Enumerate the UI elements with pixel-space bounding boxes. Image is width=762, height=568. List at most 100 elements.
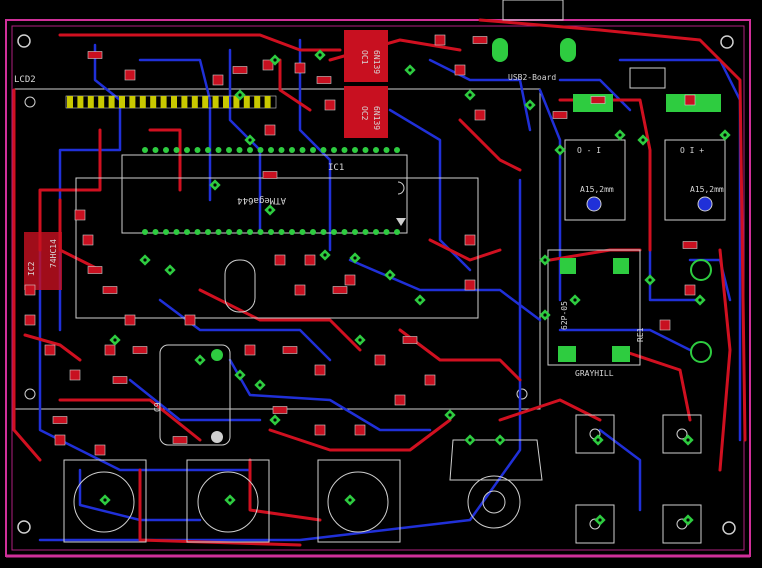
ic1-pad: [352, 147, 358, 153]
relay-outline: [547, 249, 641, 366]
ic1-pad: [226, 147, 232, 153]
header-pad: [129, 96, 136, 108]
diode-leds: [690, 259, 712, 363]
via-hole: [258, 383, 262, 387]
smd-pad: [282, 346, 298, 354]
oc2-label: OC2: [360, 106, 369, 121]
via-hole: [558, 148, 562, 152]
smd-pad: [24, 284, 36, 296]
smd-pad: [264, 124, 276, 136]
via-hole: [238, 93, 242, 97]
via-hole: [168, 268, 172, 272]
via-hole: [596, 438, 600, 442]
smd-pad: [102, 286, 118, 294]
via-hole: [103, 498, 107, 502]
ic1-pad: [341, 229, 348, 235]
ic1-pad: [184, 147, 190, 153]
ic1-pad: [215, 147, 222, 153]
ic1-pad: [173, 147, 180, 153]
smd-pad: [324, 99, 336, 111]
crystal: [224, 259, 256, 313]
reg-left-pins: O - I: [577, 146, 601, 155]
smd-pad: [684, 284, 696, 296]
ic1-pad: [362, 229, 369, 235]
smd-pad: [314, 364, 326, 376]
smd-pad: [132, 346, 148, 354]
lcd-label: LCD2: [14, 75, 36, 85]
ic1-pad: [299, 229, 306, 235]
smd-pad: [434, 34, 446, 46]
via-hole: [273, 58, 277, 62]
via-hole: [698, 298, 702, 302]
via-hole: [648, 278, 652, 282]
ic1-pad: [163, 229, 169, 235]
ic1-pad: [268, 229, 274, 235]
mounting-holes: [17, 34, 736, 535]
via-hole: [468, 438, 472, 442]
header-pad: [77, 96, 84, 108]
smd-pad: [474, 109, 486, 121]
header-pad: [87, 96, 94, 108]
via-hole: [448, 413, 452, 417]
smd-pad: [464, 234, 476, 246]
smd-pad: [87, 266, 103, 274]
top-copper-traces: [12, 18, 747, 547]
smd-pad: [590, 96, 606, 104]
smd-pad: [52, 416, 68, 424]
smd-pad: [112, 376, 128, 384]
smd-pad: [244, 344, 256, 356]
usb-connector: [492, 0, 576, 62]
via-hole: [723, 133, 727, 137]
ic1-pad: [394, 229, 400, 235]
reg-right-label: A15,2mm: [690, 185, 724, 194]
smd-pad: [682, 241, 698, 249]
vias: [99, 49, 731, 526]
via-hole: [686, 518, 690, 522]
header-pad: [108, 96, 115, 108]
smd-pad: [424, 374, 436, 386]
smd-pad: [684, 94, 696, 106]
ic2-part-label: 74HC14: [49, 239, 58, 268]
smd-pad: [104, 344, 116, 356]
header-pad: [150, 96, 157, 108]
ic1-pad: [310, 229, 316, 235]
header-pad: [171, 96, 177, 108]
oc2-part-label: 6N139: [372, 106, 381, 130]
via-hole: [641, 138, 645, 142]
header-pad: [223, 96, 229, 108]
c9-label: C9: [153, 402, 162, 412]
smd-pad: [172, 436, 188, 444]
via-hole: [598, 518, 602, 522]
ic1-pad: [226, 229, 232, 235]
ic2-chip: [24, 232, 62, 290]
header-pad: [98, 96, 105, 108]
header-pad: [233, 96, 240, 108]
bottom-copper-traces: [38, 38, 742, 542]
ic1-pad: [373, 147, 379, 153]
smd-pad: [82, 234, 94, 246]
push-buttons: [575, 414, 702, 544]
header-pad: [67, 96, 73, 108]
ic1-pad: [215, 229, 222, 235]
relay-part-label: 62P-05: [560, 301, 569, 330]
via-hole: [408, 68, 412, 72]
header-pad: [139, 96, 146, 108]
smd-pad: [354, 424, 366, 436]
usb-label: USB2-Board: [508, 73, 556, 82]
oc1-label: OC1: [360, 50, 369, 65]
ic1-pad: [331, 147, 337, 153]
ic1-pad: [383, 229, 390, 235]
smd-pad: [69, 369, 81, 381]
smd-pad: [314, 424, 326, 436]
header-pad: [202, 96, 209, 108]
smd-pads: [24, 34, 698, 456]
potentiometer: [449, 439, 543, 529]
ic1-pad: [257, 147, 264, 153]
ic1-pad: [331, 229, 337, 235]
oc-outlines: [344, 30, 388, 138]
smd-pad: [344, 274, 356, 286]
ic1-pad: [142, 229, 148, 235]
reg-left-label: A15,2mm: [580, 185, 614, 194]
smd-pad: [659, 319, 671, 331]
smd-pad: [374, 354, 386, 366]
